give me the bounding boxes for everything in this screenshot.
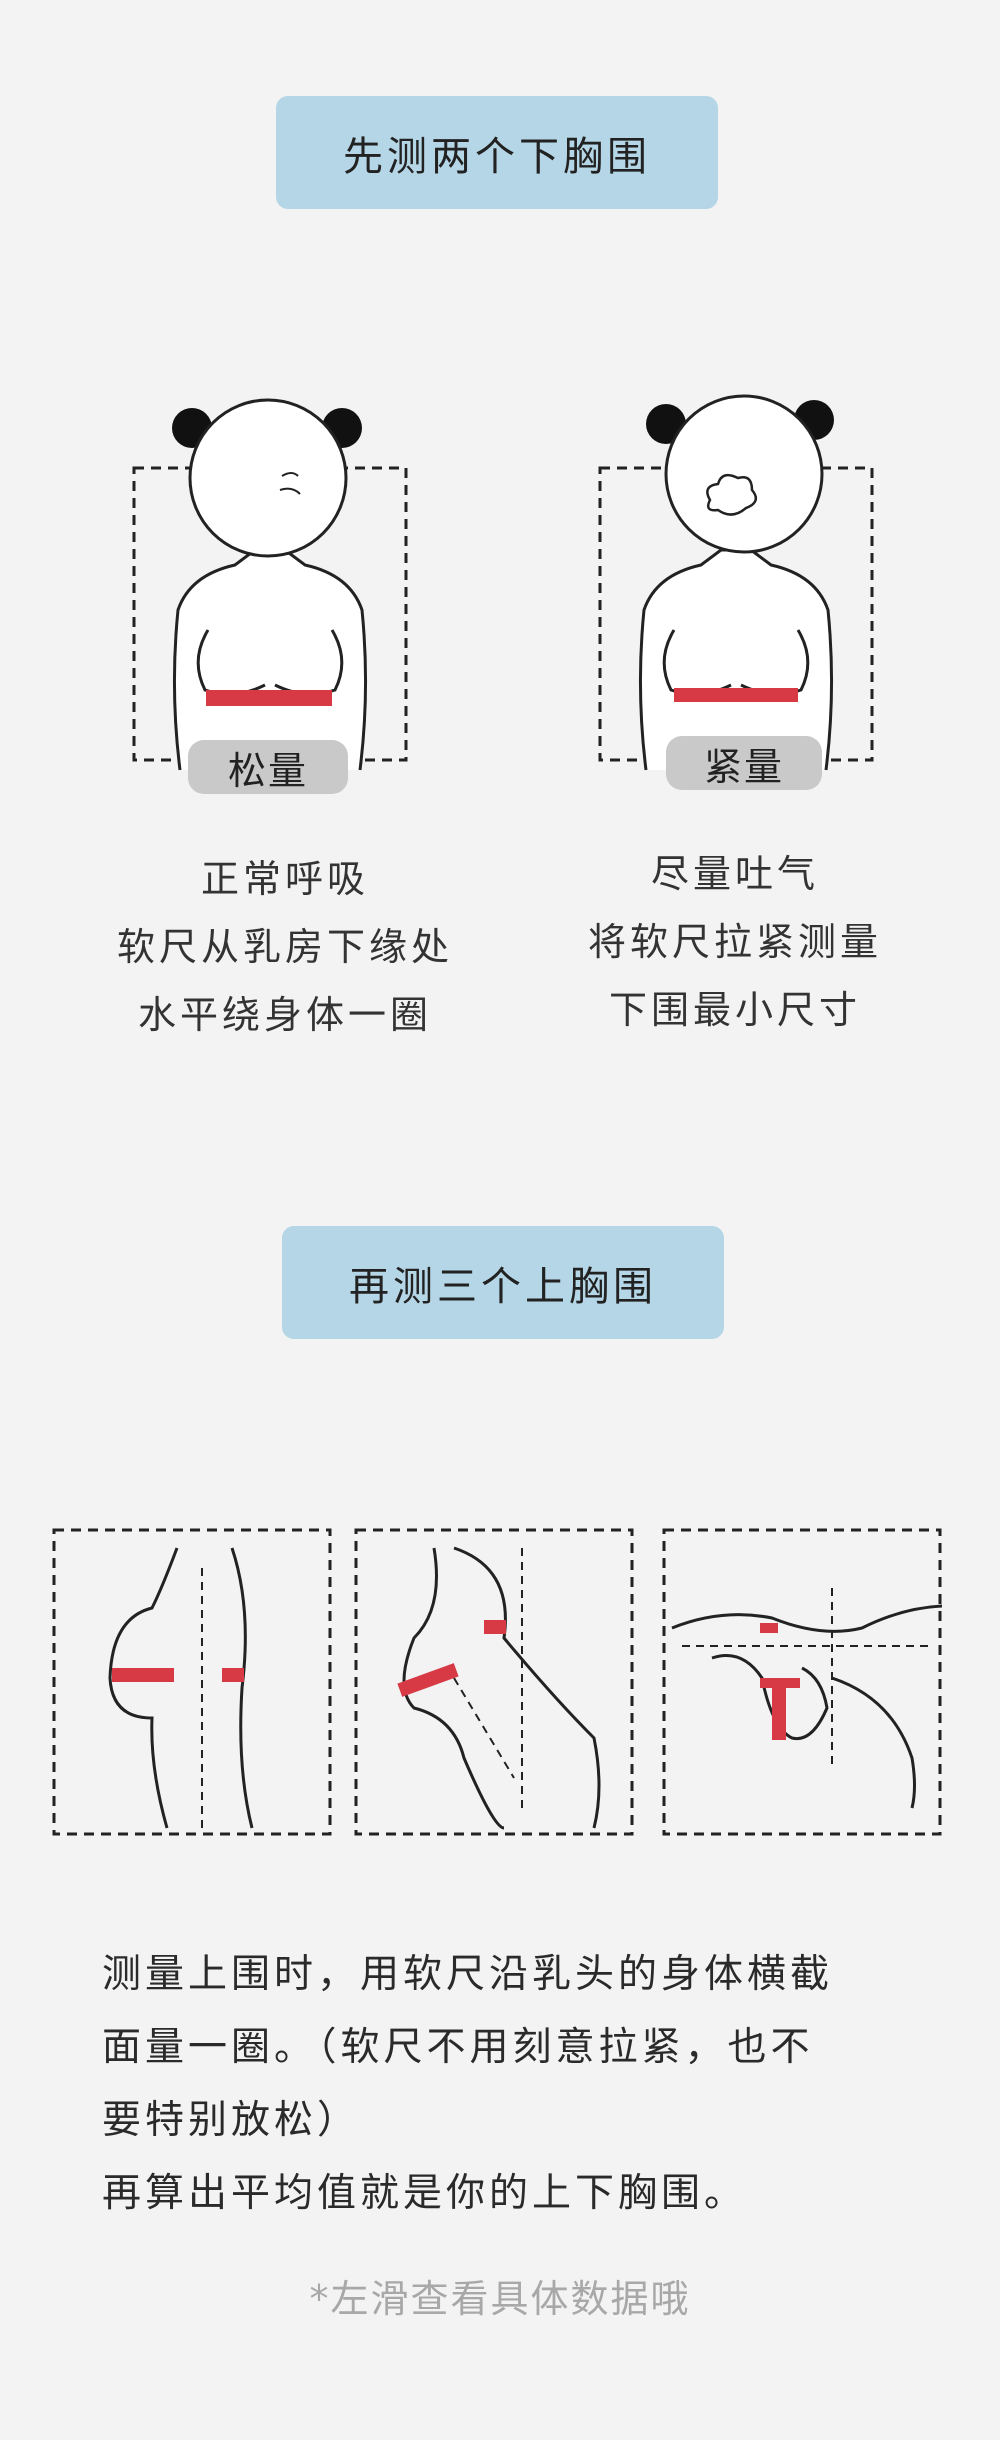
guide-line [453,1677,515,1779]
caption-line: 将软尺拉紧测量 [587,920,882,964]
section-title-upper-bust: 再测三个上胸围 [282,1226,724,1339]
measure-band [674,688,798,702]
breath-cloud [706,473,758,516]
upper-bust-panel-2 [354,1528,634,1836]
footnote: *左滑查看具体数据哦 [309,2277,691,2321]
measure-band [772,1678,786,1740]
measure-band [760,1678,800,1688]
upper-bust-panel-1 [52,1528,332,1836]
measure-band [112,1668,174,1682]
breast-outline [711,1654,829,1741]
measure-band [397,1663,459,1697]
measure-band [222,1668,244,1682]
upper-bust-panel-3 [662,1528,942,1836]
para-line: 要特别放松） [102,2098,361,2143]
measure-band [206,690,332,706]
dashed-frame [52,1528,332,1836]
measure-instructions: 测量上围时，用软尺沿乳头的身体横截 面量一圈。（软尺不用刻意拉紧，也不 要特别放… [102,1938,902,2230]
caption-line: 软尺从乳房下缘处 [116,925,453,969]
breath-lines [279,472,301,495]
measure-band [484,1620,506,1634]
para-line: 面量一圈。（软尺不用刻意拉紧，也不 [102,2025,814,2070]
body-outline [108,1547,179,1829]
back-outline [230,1547,254,1829]
tight-tag: 紧量 [666,736,822,790]
caption-line: 水平绕身体一圈 [137,993,432,1037]
dashed-frame [662,1528,942,1836]
torso-outline [172,548,368,771]
tight-measure-figure [598,394,874,771]
tight-caption: 尽量吐气 将软尺拉紧测量 下围最小尺寸 [540,840,930,1044]
body-outline [402,1547,505,1830]
para-line: 再算出平均值就是你的上下胸围。 [102,2171,748,2216]
loose-caption: 正常呼吸 软尺从乳房下缘处 水平绕身体一圈 [80,845,490,1049]
back-outline [453,1546,601,1829]
dashed-frame [354,1528,634,1836]
loose-measure-figure [132,398,408,771]
back-outline [831,1676,916,1809]
head [664,394,824,554]
section-title-lower-bust: 先测两个下胸围 [276,96,718,209]
para-line: 测量上围时，用软尺沿乳头的身体横截 [102,1952,834,1997]
loose-tag: 松量 [188,740,348,794]
caption-line: 尽量吐气 [650,852,819,896]
body-outline [671,1604,942,1633]
head [188,398,348,558]
caption-line: 下围最小尺寸 [608,988,861,1032]
caption-line: 正常呼吸 [200,857,369,901]
measure-band [760,1623,778,1633]
